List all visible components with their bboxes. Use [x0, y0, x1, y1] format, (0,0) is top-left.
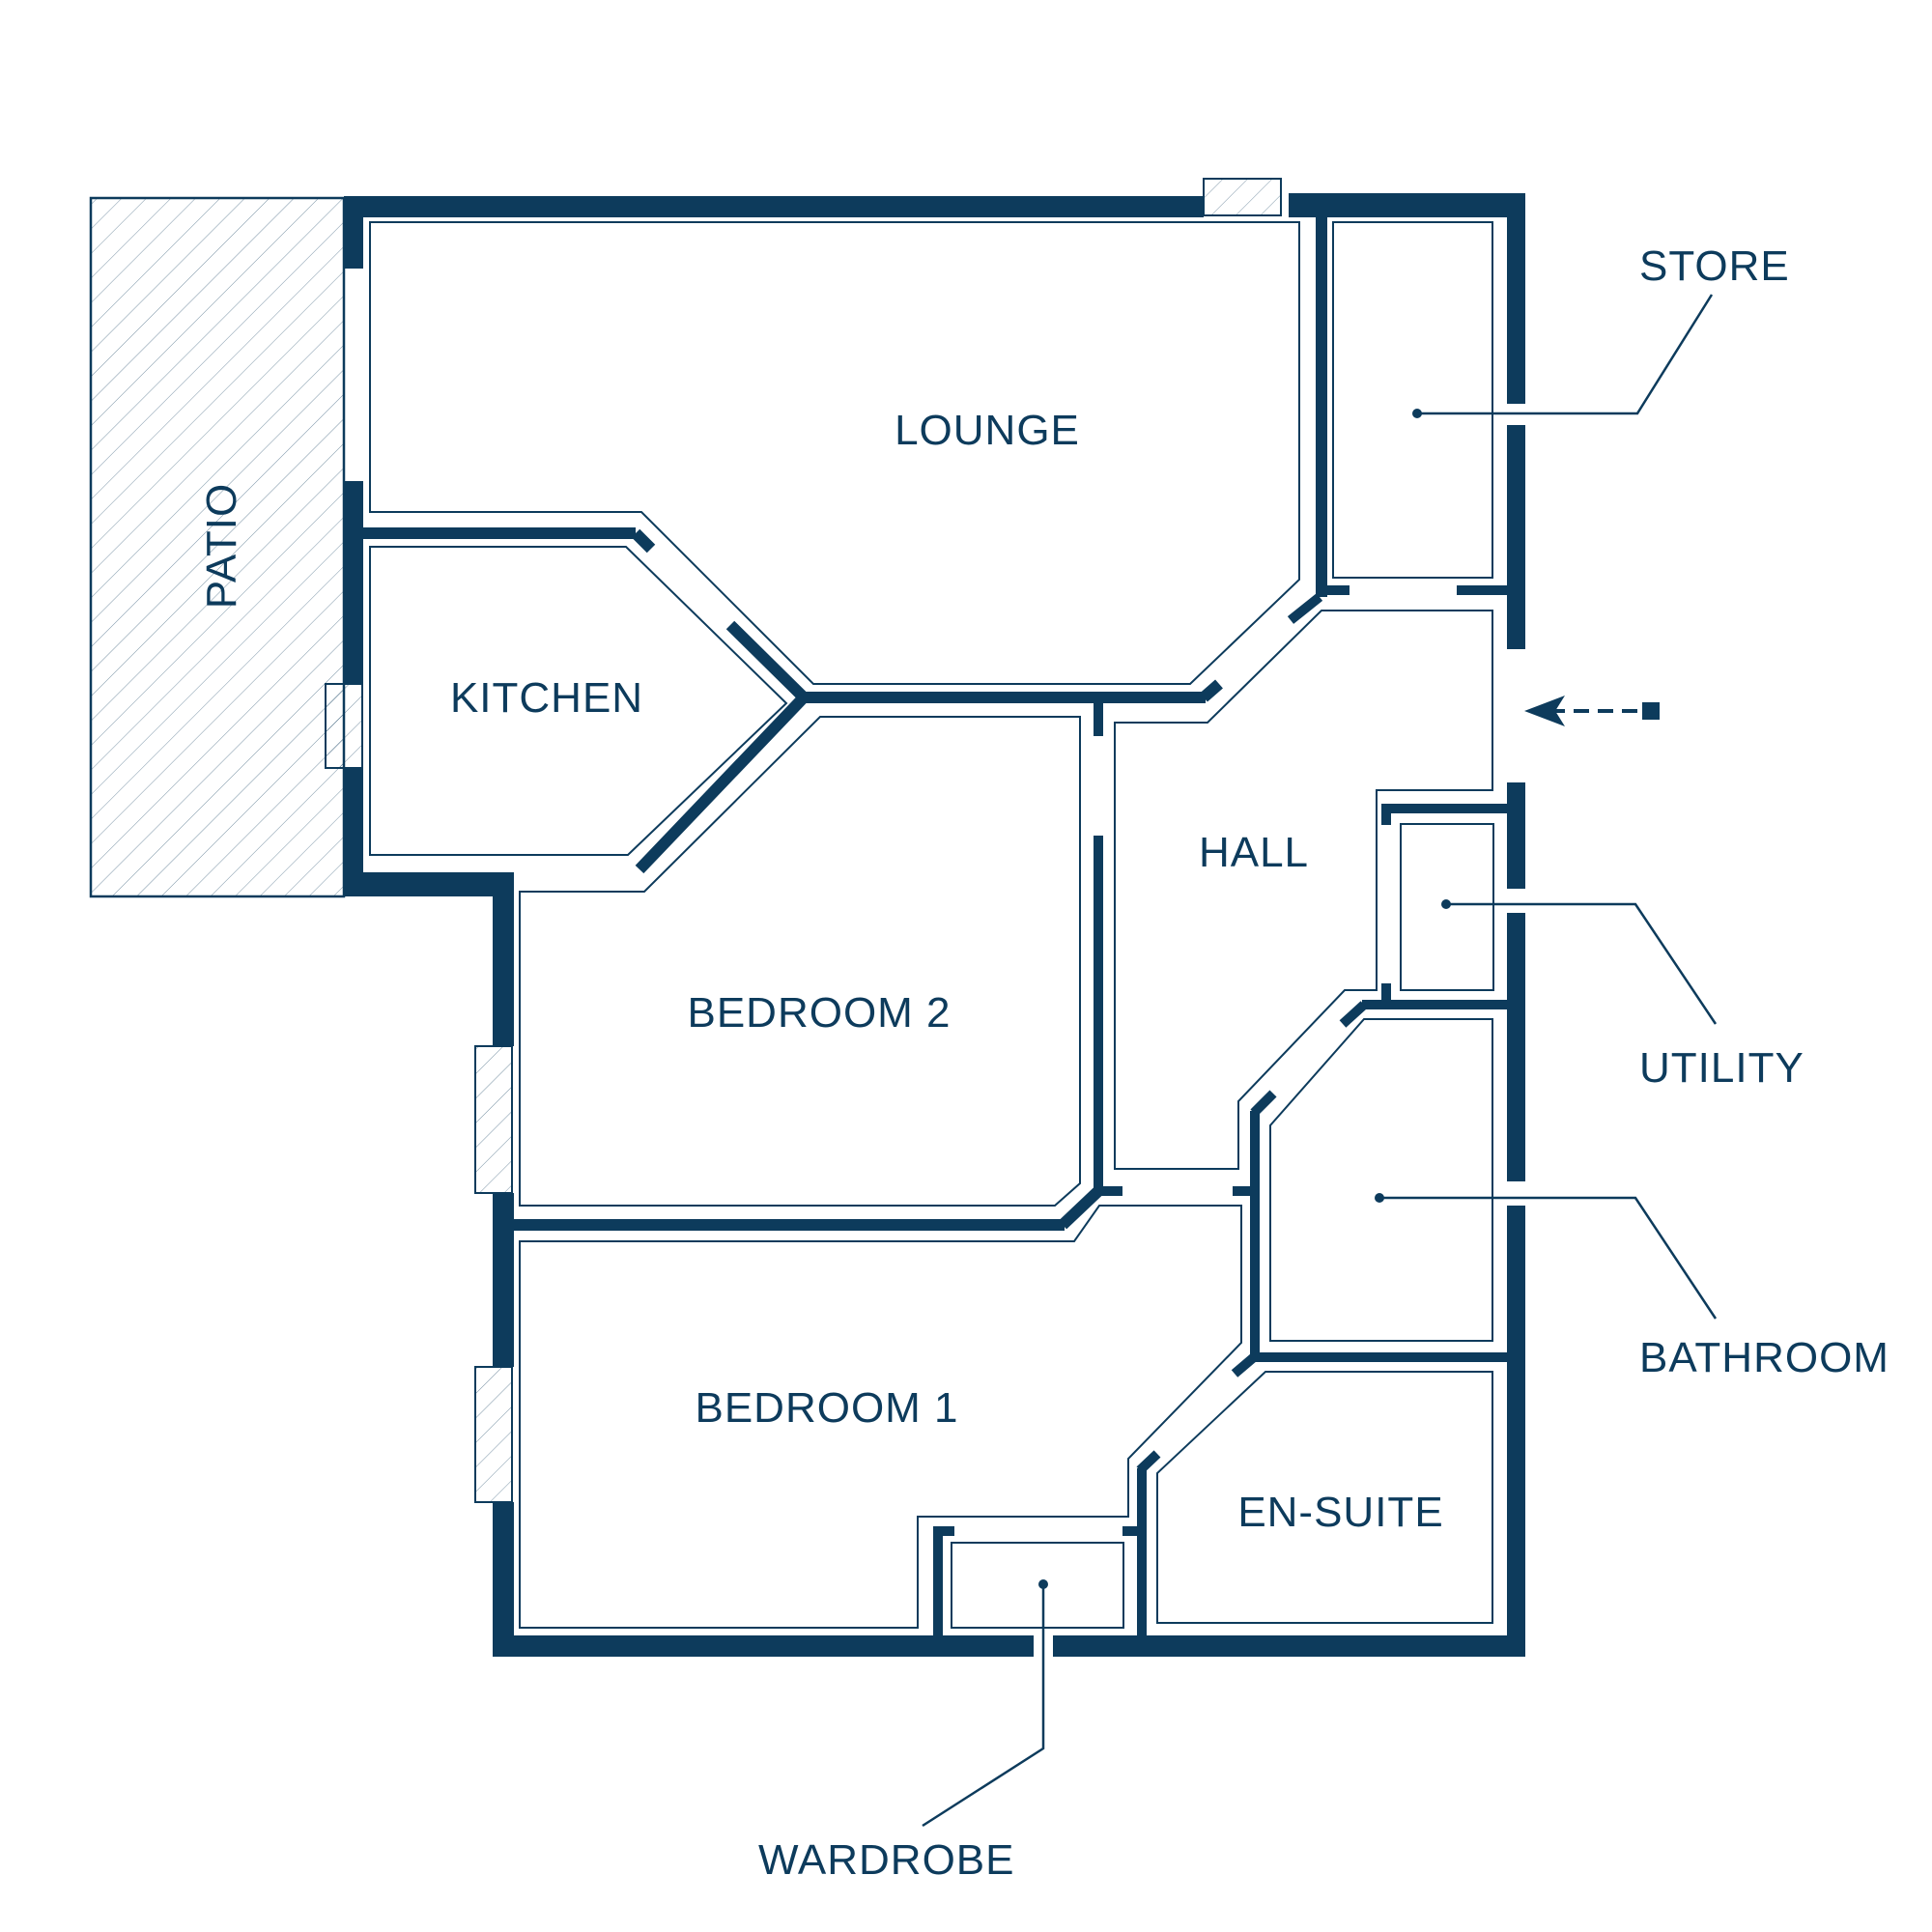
label-kitchen: KITCHEN [450, 674, 643, 722]
label-wardrobe: WARDROBE [758, 1836, 1015, 1884]
interior-walls [344, 209, 1517, 1647]
leader-wardrobe [922, 1579, 1048, 1828]
label-bedroom1: BEDROOM 1 [695, 1384, 958, 1432]
windows [325, 178, 1282, 1503]
window-bedroom1 [474, 1366, 513, 1503]
label-utility: UTILITY [1639, 1044, 1804, 1092]
label-bedroom2: BEDROOM 2 [687, 989, 951, 1037]
leader-bathroom [1375, 1193, 1718, 1320]
leader-store [1412, 294, 1714, 418]
window-bedroom2 [474, 1045, 513, 1194]
window-kitchen [325, 683, 363, 769]
room-labels: LOUNGE KITCHEN HALL BEDROOM 2 BEDROOM 1 … [198, 407, 1443, 1536]
label-patio: PATIO [198, 483, 245, 610]
leader-utility [1441, 899, 1718, 1025]
window-lounge [1203, 178, 1282, 216]
callout-labels: STORE UTILITY BATHROOM WARDROBE [758, 242, 1889, 1884]
label-hall: HALL [1199, 829, 1309, 876]
label-bathroom: BATHROOM [1639, 1334, 1889, 1381]
leader-lines [922, 294, 1718, 1828]
patio [89, 196, 346, 898]
label-lounge: LOUNGE [895, 407, 1080, 454]
label-store: STORE [1639, 242, 1790, 290]
label-ensuite: EN-SUITE [1237, 1489, 1443, 1536]
room-outlines [369, 221, 1494, 1629]
entrance-arrow-icon [1524, 696, 1660, 726]
